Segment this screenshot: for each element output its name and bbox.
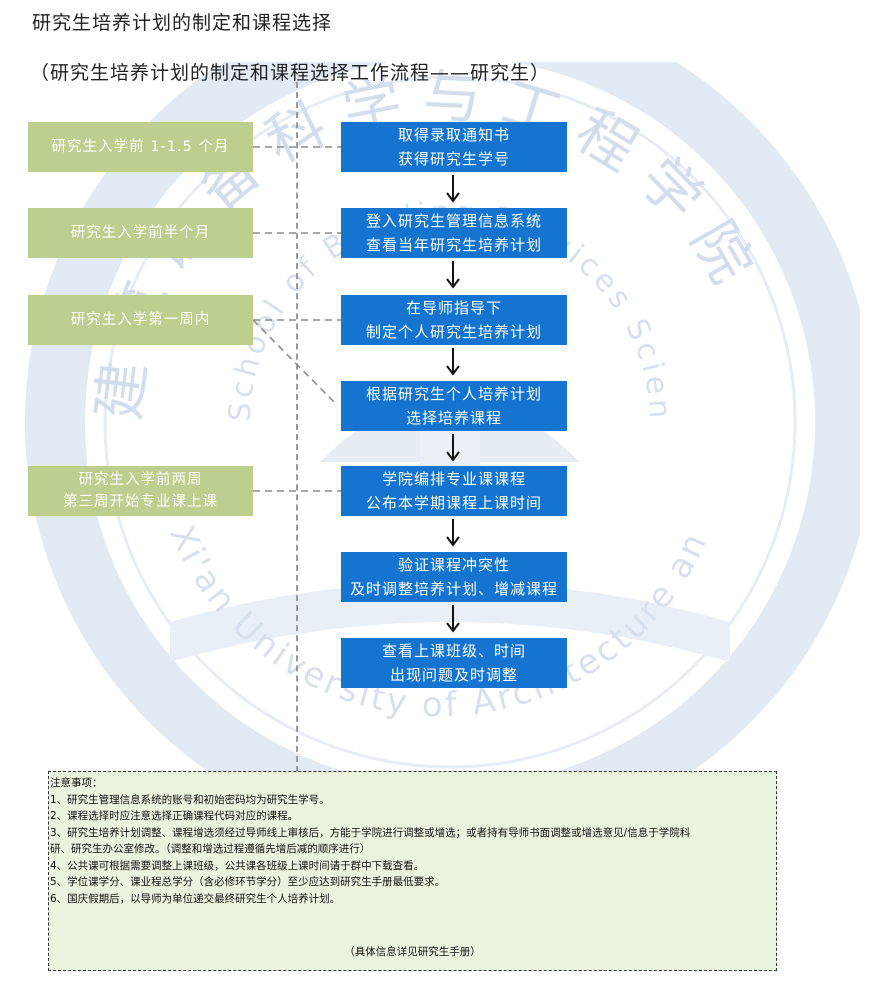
step-verify-conflicts: 验证课程冲突性 及时调整培养计划、增减课程: [341, 552, 567, 602]
step-check-classes: 查看上课班级、时间 出现问题及时调整: [341, 638, 567, 688]
step-line2: 制定个人研究生培养计划: [365, 323, 542, 341]
arrow-down-icon: [446, 519, 460, 547]
connector-stage-3-diagonal: [252, 319, 338, 406]
note-item: 3、研究生培养计划调整、课程增选须经过导师线上审核后，方能于学院进行调整或增选；…: [50, 826, 691, 839]
note-item: 4、公共课可根据需要调整上课班级，公共课各班级上课时间请于群中下载查看。: [50, 859, 425, 872]
notes-box: 注意事项： 1、研究生管理信息系统的账号和初始密码均为研究生学号。 2、课程选择…: [48, 771, 777, 971]
note-item: 6、国庆假期后，以导师为单位递交最终研究生个人培养计划。: [50, 892, 341, 905]
step-line2: 获得研究生学号: [397, 150, 510, 168]
timeline-dashed-line: [296, 82, 298, 772]
stage-label-line2: 第三周开始专业课上课: [63, 494, 218, 510]
step-login-system: 登入研究生管理信息系统 查看当年研究生培养计划: [341, 208, 567, 258]
arrow-down-icon: [446, 434, 460, 462]
step-line1: 查看上课班级、时间: [381, 642, 526, 660]
page-title: 研究生培养计划的制定和课程选择: [32, 12, 333, 34]
step-line1: 在导师指导下: [405, 299, 502, 317]
stage-two-weeks-before: 研究生入学前两周 第三周开始专业课上课: [28, 466, 253, 516]
note-item: 5、学位课学分、课业程总学分（含必修环节学分）至少应达到研究生手册最低要求。: [50, 876, 446, 888]
step-line2: 选择培养课程: [405, 409, 502, 427]
step-line1: 取得录取通知书: [397, 126, 510, 144]
notes-heading: 注意事项：: [50, 777, 103, 789]
step-receive-admission: 取得录取通知书 获得研究生学号: [341, 122, 567, 172]
arrow-down-icon: [446, 605, 460, 633]
notes-footer: （具体信息详见研究生手册）: [344, 946, 481, 958]
step-line2: 及时调整培养计划、增减课程: [349, 580, 558, 598]
step-line1: 学院编排专业课课程: [381, 470, 526, 488]
step-line1: 根据研究生个人培养计划: [365, 385, 542, 403]
step-select-courses: 根据研究生个人培养计划 选择培养课程: [341, 381, 567, 431]
arrow-down-icon: [446, 348, 460, 376]
stage-half-month-before: 研究生入学前半个月: [28, 208, 253, 258]
arrow-down-icon: [446, 175, 460, 203]
step-line2: 查看当年研究生培养计划: [365, 236, 542, 254]
note-item: 研、研究生办公室修改。（调整和增选过程遵循先增后减的顺序进行）: [50, 843, 371, 855]
stage-before-1-1.5-months: 研究生入学前 1-1.5 个月: [28, 122, 253, 172]
note-item: 2、课程选择时应注意选择正确课程代码对应的课程。: [50, 810, 299, 822]
step-line2: 出现问题及时调整: [389, 666, 518, 684]
stage-label: 研究生入学前两周: [78, 472, 203, 488]
step-line1: 登入研究生管理信息系统: [365, 212, 542, 230]
stage-label: 研究生入学前 1-1.5 个月: [51, 139, 230, 155]
arrow-down-icon: [446, 261, 460, 289]
stage-label: 研究生入学第一周内: [70, 312, 211, 328]
stage-first-week: 研究生入学第一周内: [28, 295, 253, 345]
page-subtitle: （研究生培养计划的制定和课程选择工作流程——研究生）: [30, 62, 551, 84]
stage-label: 研究生入学前半个月: [70, 225, 211, 241]
step-make-plan: 在导师指导下 制定个人研究生培养计划: [341, 295, 567, 345]
step-schedule-courses: 学院编排专业课课程 公布本学期课程上课时间: [341, 466, 567, 516]
note-item: 1、研究生管理信息系统的账号和初始密码均为研究生学号。: [50, 793, 330, 806]
step-line1: 验证课程冲突性: [397, 556, 510, 574]
step-line2: 公布本学期课程上课时间: [365, 494, 542, 512]
